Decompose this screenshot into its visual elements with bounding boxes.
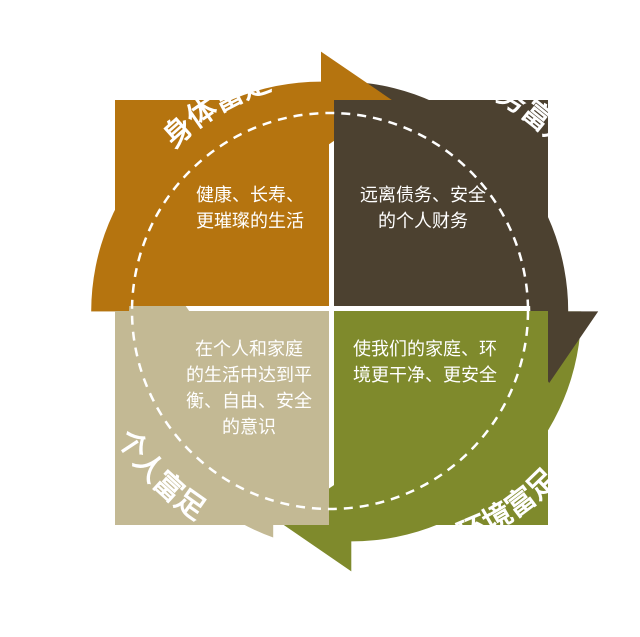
dashed-inner-circle xyxy=(130,111,530,511)
physical-description: 健康、长寿、 更璀璨的生活 xyxy=(196,185,304,232)
financial-description: 远离债务、安全 的个人财务 xyxy=(360,185,486,232)
environment-description: 使我们的家庭、环 境更干净、更安全 xyxy=(353,339,497,386)
personal-quadrant xyxy=(115,311,329,525)
environment-quadrant xyxy=(334,311,548,525)
financial-quadrant xyxy=(334,100,548,306)
personal-description: 在个人和家庭 的生活中达到平 衡、自由、安全 的意识 xyxy=(186,339,312,438)
financial-ring-arrow xyxy=(350,81,599,383)
physical-quadrant xyxy=(115,100,329,306)
